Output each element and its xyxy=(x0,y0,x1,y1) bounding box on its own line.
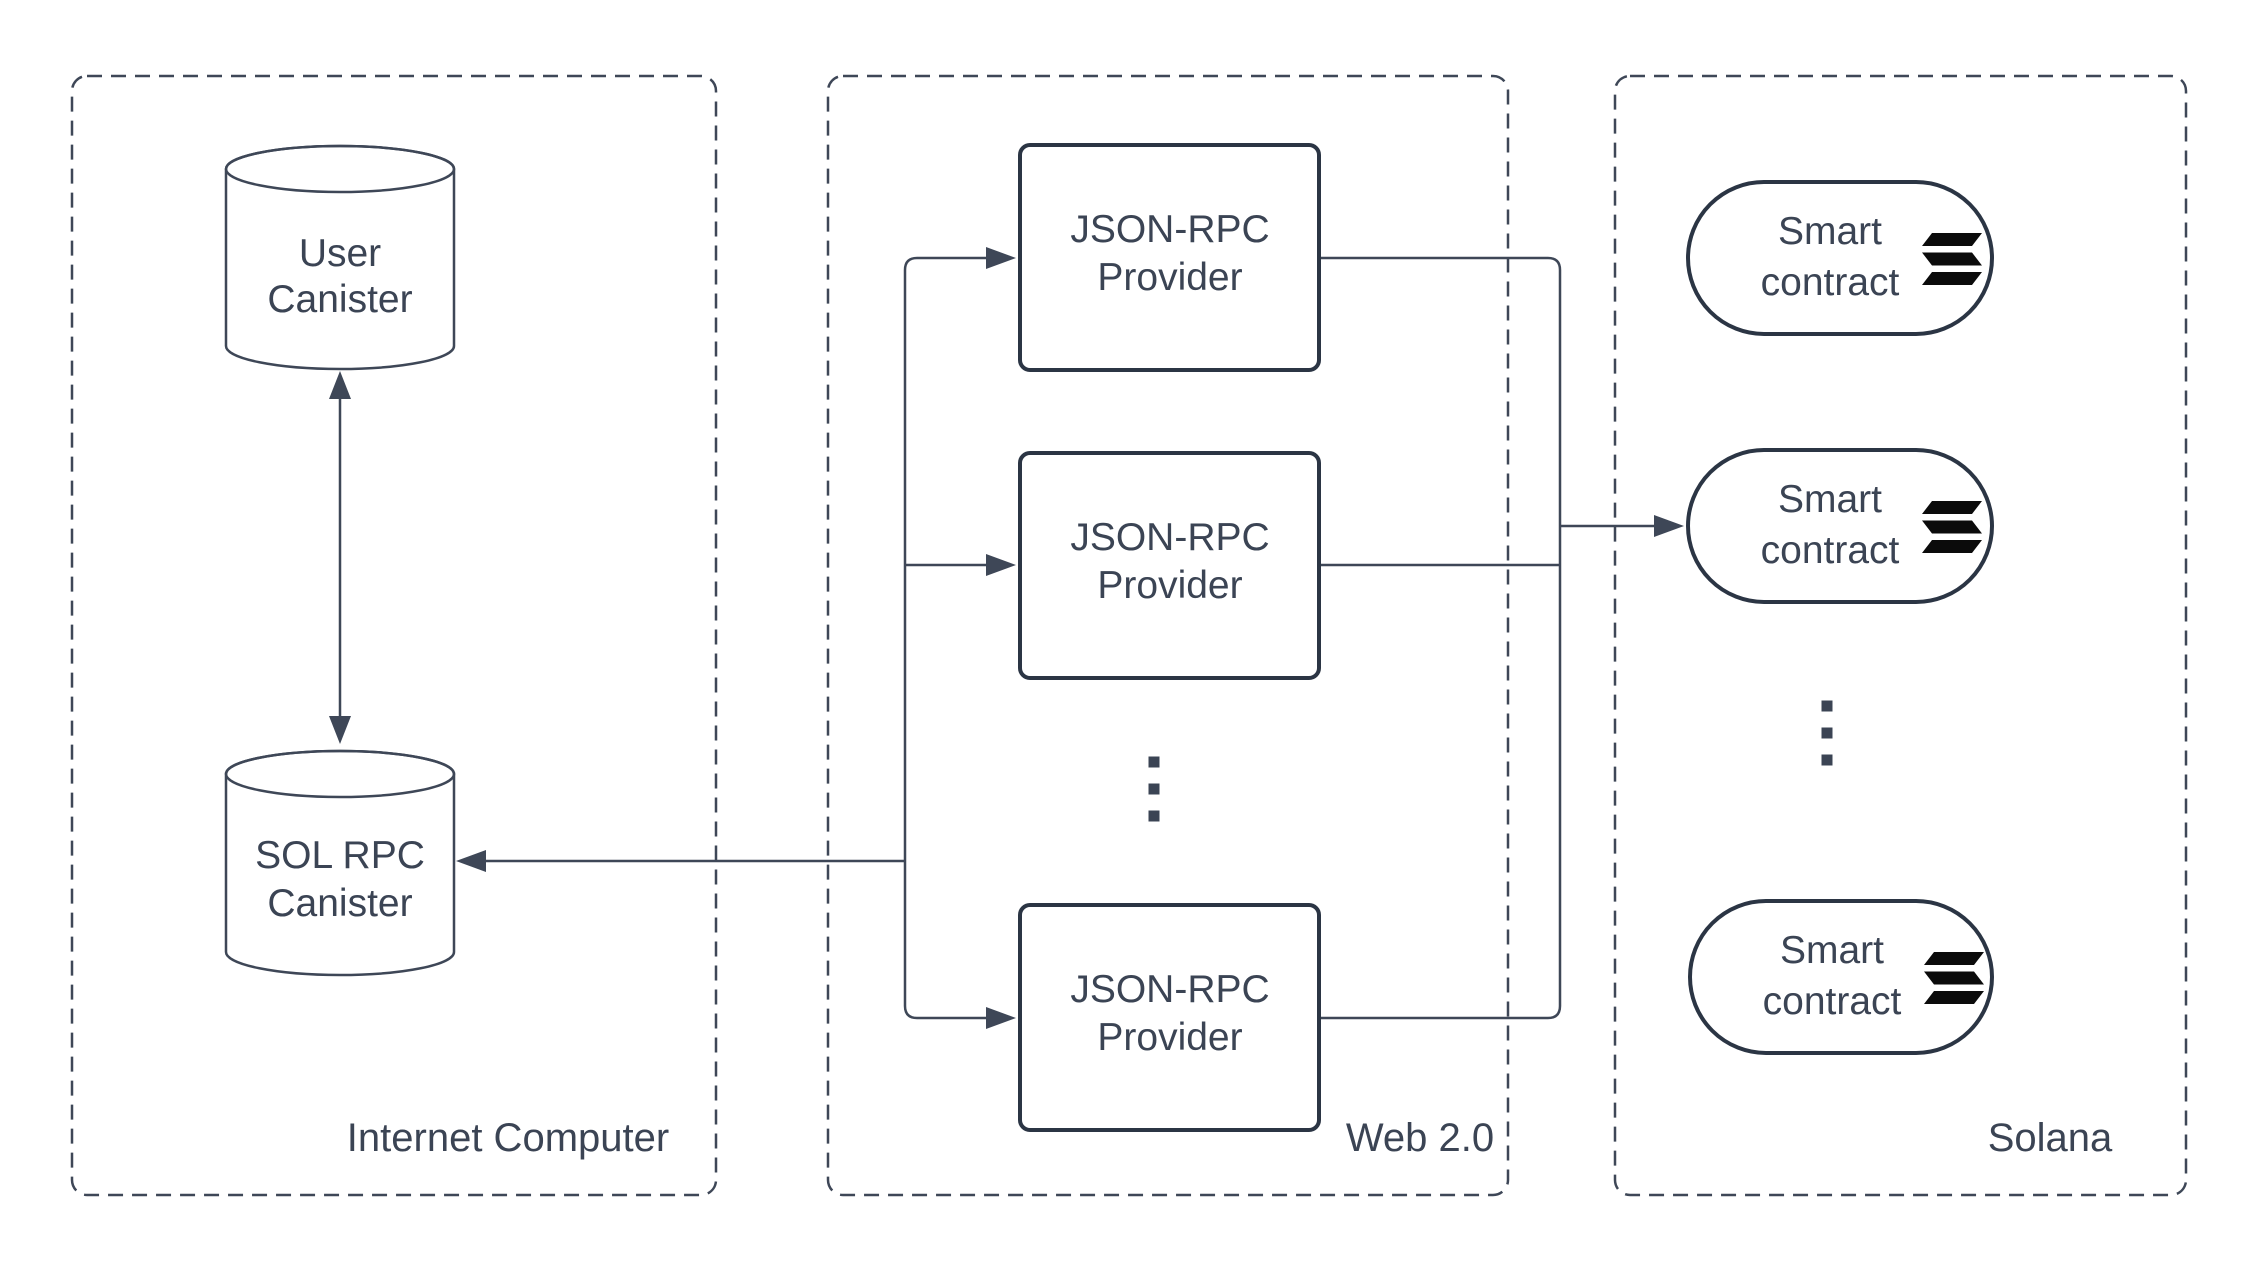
node-label-smart-contract-2-line1: Smart xyxy=(1778,478,1882,521)
arrowhead-into-provider-3 xyxy=(986,1007,1016,1029)
edge-trunk-to-providers xyxy=(903,256,1004,1020)
solana-ellipsis-dot3 xyxy=(1821,754,1833,766)
container-label-solana: Solana xyxy=(1988,1116,2113,1160)
solana-icon-bar3-smart-contract-3 xyxy=(1924,991,1984,1004)
node-label-json-rpc-provider-1-line2: Provider xyxy=(1097,256,1242,299)
solana-ellipsis-dot2 xyxy=(1821,727,1833,739)
node-label-user-canister-line1: User xyxy=(299,232,381,275)
solana-icon-bar1-smart-contract-2 xyxy=(1922,501,1982,514)
container-label-internet-computer: Internet Computer xyxy=(347,1116,669,1160)
node-sol-rpc-canister-rim xyxy=(224,749,456,799)
web-2-0-ellipsis-dot3 xyxy=(1148,810,1160,822)
solana-icon-bar1-smart-contract-3 xyxy=(1924,952,1984,965)
node-smart-contract-1 xyxy=(1686,180,1994,336)
solana-icon-bar3-smart-contract-1 xyxy=(1922,272,1982,285)
container-web-2-0 xyxy=(826,74,1510,1197)
node-json-rpc-provider-3 xyxy=(1018,903,1321,1132)
web-2-0-ellipsis-dot1 xyxy=(1148,756,1160,768)
arrowhead-into-smart-contract-2 xyxy=(1654,515,1684,537)
node-label-user-canister-line2: Canister xyxy=(267,278,412,321)
arrowhead-into-provider-2 xyxy=(986,554,1016,576)
solana-icon-bar2-smart-contract-3 xyxy=(1924,971,1984,985)
container-internet-computer xyxy=(70,74,718,1197)
node-label-json-rpc-provider-2-line2: Provider xyxy=(1097,564,1242,607)
solana-icon-bar3-smart-contract-2 xyxy=(1922,540,1982,553)
node-label-json-rpc-provider-2-line1: JSON-RPC xyxy=(1070,516,1269,559)
node-label-json-rpc-provider-3-line2: Provider xyxy=(1097,1016,1242,1059)
solana-icon-bar2-smart-contract-2 xyxy=(1922,520,1982,534)
arrowhead-into-sol-rpc-left xyxy=(456,850,486,872)
node-smart-contract-3 xyxy=(1688,899,1994,1055)
solana-icon-bar2-smart-contract-1 xyxy=(1922,252,1982,266)
edge-collector-right xyxy=(1319,256,1562,1020)
node-label-smart-contract-3-line1: Smart xyxy=(1780,929,1884,972)
node-label-smart-contract-1-line2: contract xyxy=(1761,261,1900,304)
node-json-rpc-provider-1 xyxy=(1018,143,1321,372)
solana-ellipsis-dot1 xyxy=(1821,700,1833,712)
node-label-smart-contract-1-line1: Smart xyxy=(1778,210,1882,253)
node-label-smart-contract-2-line2: contract xyxy=(1761,529,1900,572)
arrowhead-into-sol-rpc-top xyxy=(329,716,351,744)
node-user-canister-rim xyxy=(224,144,456,194)
container-solana xyxy=(1613,74,2188,1197)
arrowhead-into-provider-1 xyxy=(986,247,1016,269)
node-label-json-rpc-provider-1-line1: JSON-RPC xyxy=(1070,208,1269,251)
node-label-sol-rpc-canister-line1: SOL RPC xyxy=(255,834,425,877)
node-smart-contract-2 xyxy=(1686,448,1994,604)
node-json-rpc-provider-2 xyxy=(1018,451,1321,680)
node-label-sol-rpc-canister-line2: Canister xyxy=(267,882,412,925)
solana-icon-bar1-smart-contract-1 xyxy=(1922,233,1982,246)
arrowhead-into-user-canister xyxy=(329,371,351,399)
web-2-0-ellipsis-dot2 xyxy=(1148,783,1160,795)
node-label-smart-contract-3-line2: contract xyxy=(1763,980,1902,1023)
node-label-json-rpc-provider-3-line1: JSON-RPC xyxy=(1070,968,1269,1011)
container-label-web-2-0: Web 2.0 xyxy=(1346,1116,1494,1160)
